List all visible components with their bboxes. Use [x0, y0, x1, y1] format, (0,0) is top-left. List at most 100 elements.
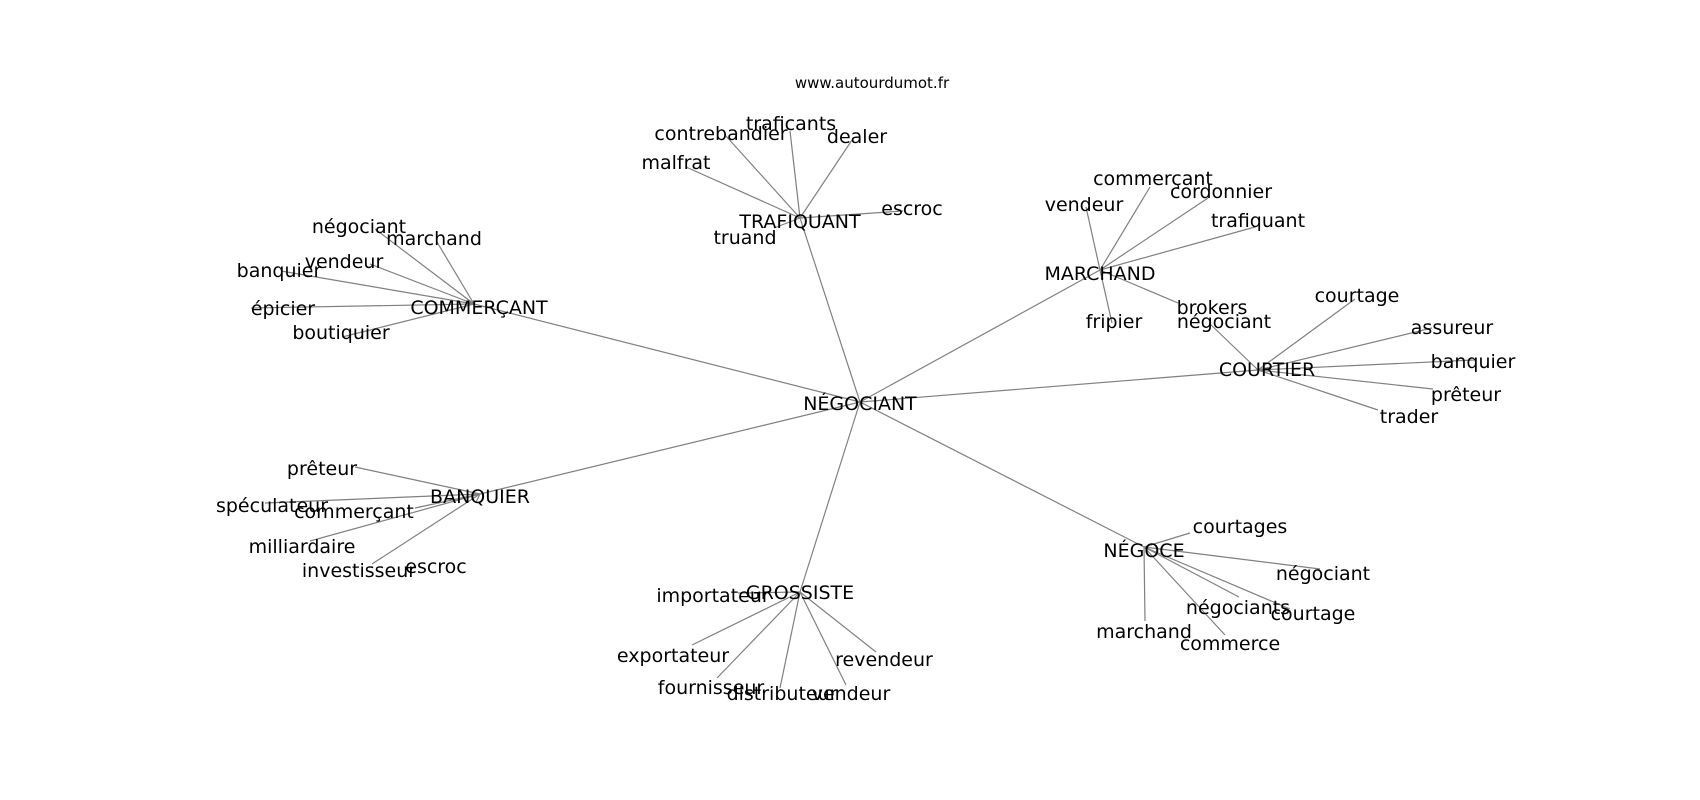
center-node-label[interactable]: NÉGOCIANT [803, 392, 917, 415]
leaf-node-label[interactable]: escroc [881, 198, 943, 220]
leaf-edge [354, 466, 481, 495]
leaf-edge [1208, 322, 1259, 371]
leaf-edge [1257, 327, 1433, 371]
leaf-edge [1143, 546, 1240, 598]
leaf-node-label[interactable]: vendeur [1045, 194, 1124, 216]
hub-node-label[interactable]: MARCHAND [1044, 263, 1155, 285]
leaf-node-label[interactable]: courtage [1271, 603, 1356, 625]
leaf-edge [1099, 197, 1209, 271]
center-edge [859, 401, 1145, 548]
leaf-edge [414, 493, 481, 509]
leaf-edge [341, 303, 475, 338]
leaf-node-label[interactable]: traficants [746, 113, 836, 135]
leaf-edge [475, 493, 481, 503]
leaf-node-label[interactable]: dealer [827, 126, 887, 148]
leaf-node-label[interactable]: distributeur [727, 683, 838, 705]
leaf-edge [691, 591, 801, 646]
leaf-edge [436, 241, 475, 305]
leaf-edge [773, 217, 801, 229]
leaf-edge [1143, 546, 1321, 570]
leaf-node-label[interactable]: brokers [1177, 297, 1248, 319]
leaf-node-label[interactable]: prêteur [1431, 384, 1501, 406]
leaf-node-label[interactable]: cordonnier [1170, 181, 1272, 203]
leaf-node-label[interactable]: vendeur [305, 251, 384, 273]
leaf-node-label[interactable]: épicier [251, 298, 315, 320]
leaf-edge [264, 493, 481, 504]
leaf-node-label[interactable]: fripier [1086, 311, 1143, 333]
leaf-edge [1257, 298, 1356, 371]
leaf-edge [737, 591, 801, 594]
leaf-node-label[interactable]: commerçant [294, 501, 414, 523]
leaf-edge [799, 591, 847, 686]
leaf-node-label[interactable]: milliardaire [249, 536, 356, 558]
leaf-node-label[interactable]: importateur [656, 585, 770, 607]
leaf-node-label[interactable]: prêteur [287, 458, 357, 480]
leaf-node-label[interactable]: boutiquier [292, 322, 390, 344]
leaf-edge [1257, 369, 1379, 411]
leaf-edge [1143, 546, 1226, 636]
leaf-edge [725, 135, 801, 219]
leaf-edge [1143, 546, 1291, 610]
leaf-node-label[interactable]: commerce [1180, 633, 1280, 655]
labels: www.autourdumot.fr NÉGOCIANT TRAFIQUANT ma… [216, 74, 1516, 705]
leaf-node-label[interactable]: trafiquant [1211, 210, 1305, 232]
hub-node-label[interactable]: COMMERÇANT [410, 297, 548, 319]
edges [250, 130, 1475, 689]
leaf-node-label[interactable]: marchand [386, 228, 482, 250]
leaf-node-label[interactable]: négociants [1186, 597, 1290, 619]
leaf-node-label[interactable]: banquier [237, 260, 322, 282]
leaf-node-label[interactable]: négociant [312, 216, 406, 238]
leaf-edge [799, 139, 853, 219]
center-edge [479, 401, 861, 495]
hub-node-label[interactable]: TRAFIQUANT [738, 211, 861, 233]
leaf-edge [1143, 532, 1191, 548]
center-edge [799, 401, 861, 593]
leaf-node-label[interactable]: trader [1380, 406, 1439, 428]
hub-node-label[interactable]: COURTIER [1219, 359, 1315, 381]
leaf-node-label[interactable]: négociant [1276, 563, 1370, 585]
site-url[interactable]: www.autourdumot.fr [795, 74, 950, 92]
leaf-edge [309, 493, 481, 542]
leaf-edge [250, 303, 475, 309]
leaf-node-label[interactable]: courtages [1193, 516, 1288, 538]
center-edge [859, 369, 1259, 403]
leaf-node-label[interactable]: malfrat [641, 152, 710, 174]
hub-node-label[interactable]: BANQUIER [430, 486, 530, 508]
leaf-edge [716, 591, 801, 679]
leaf-edge [371, 493, 481, 565]
leaf-node-label[interactable]: spéculateur [216, 495, 328, 517]
leaf-edge [1099, 269, 1179, 304]
leaf-edge [779, 591, 801, 689]
leaf-edge [1257, 369, 1434, 390]
leaf-edge [799, 210, 904, 219]
leaf-node-label[interactable]: fournisseur [658, 677, 765, 699]
leaf-edge [1085, 206, 1101, 271]
leaf-node-label[interactable]: courtage [1315, 285, 1400, 307]
leaf-node-label[interactable]: escroc [405, 556, 467, 578]
leaf-edge [1143, 546, 1146, 622]
leaf-node-label[interactable]: assureur [1411, 317, 1494, 339]
hub-node-label[interactable]: NÉGOCE [1103, 539, 1184, 562]
leaf-edge [799, 591, 877, 653]
center-edge [859, 269, 1101, 403]
leaf-node-label[interactable]: commerçant [1093, 168, 1213, 190]
leaf-node-label[interactable]: truand [713, 227, 776, 249]
leaf-edge [280, 270, 475, 305]
leaf-node-label[interactable]: négociant [1177, 311, 1271, 333]
leaf-node-label[interactable]: banquier [1431, 351, 1516, 373]
leaf-node-label[interactable]: vendeur [812, 683, 891, 705]
center-edge [799, 217, 861, 403]
leaf-edge [1099, 269, 1113, 324]
leaf-node-label[interactable]: revendeur [835, 649, 933, 671]
leaf-node-label[interactable]: marchand [1096, 621, 1192, 643]
leaf-edge [374, 228, 475, 305]
center-edge [473, 303, 861, 403]
leaf-edge [1099, 186, 1151, 271]
leaf-node-label[interactable]: contrebandier [654, 123, 787, 145]
leaf-edge [1099, 226, 1256, 271]
leaf-node-label[interactable]: investisseur [302, 560, 416, 582]
leaf-edge [685, 166, 801, 219]
leaf-node-label[interactable]: exportateur [617, 645, 729, 667]
hub-node-label[interactable]: GROSSISTE [746, 582, 854, 604]
